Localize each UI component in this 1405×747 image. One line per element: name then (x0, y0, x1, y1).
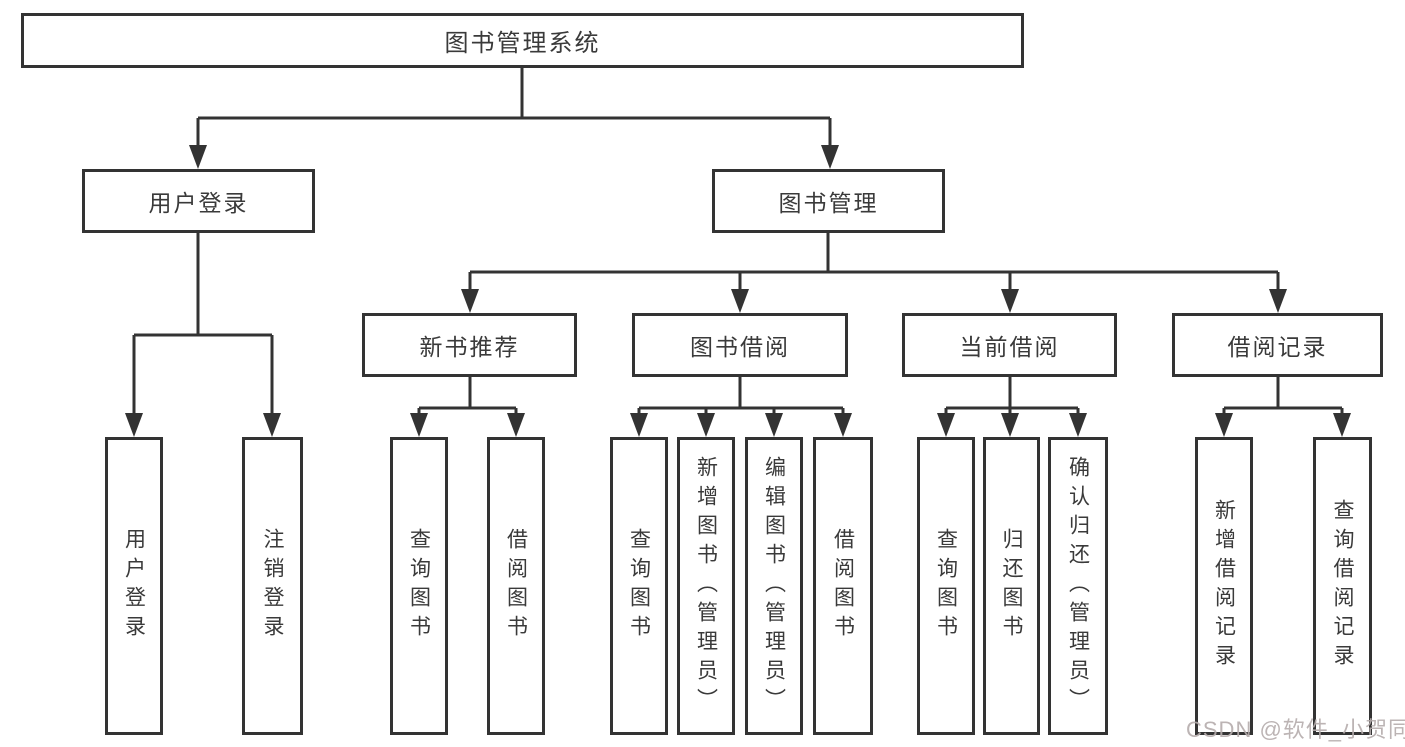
node-borrow-records-label: 借阅记录 (1227, 334, 1328, 360)
leaf-query-books-1-label: 查询图书 (407, 528, 431, 644)
arrowhead-leaf-add-borrow-record (1215, 413, 1233, 437)
csdn-watermark: CSDN @软件_小贺同学 (1186, 717, 1405, 742)
arrowhead-book-borrow (731, 289, 749, 313)
node-root-label: 图书管理系统 (444, 30, 601, 57)
node-new-book-recommend: 新书推荐 (362, 313, 577, 377)
leaf-add-borrow-record-label: 新增借阅记录 (1212, 499, 1236, 673)
leaf-borrow-books-1: 借阅图书 (487, 437, 545, 735)
leaf-query-books-2: 查询图书 (610, 437, 668, 735)
leaf-query-books-3: 查询图书 (917, 437, 975, 735)
arrowhead-book-management (821, 145, 839, 169)
node-book-management-label: 图书管理 (778, 190, 879, 216)
connector-borrow-records-split (1222, 377, 1344, 415)
leaf-edit-book-admin-label: 编辑图书（管理员） (762, 455, 786, 717)
leaf-query-borrow-record-label: 查询借阅记录 (1331, 499, 1355, 673)
arrowhead-leaf-edit-book (765, 413, 783, 437)
leaf-confirm-return-admin-label: 确认归还（管理员） (1066, 455, 1090, 717)
node-current-borrow: 当前借阅 (902, 313, 1117, 377)
node-book-management: 图书管理 (712, 169, 945, 233)
leaf-query-books-3-label: 查询图书 (934, 528, 958, 644)
connector-new-book-recommend-split (417, 377, 518, 415)
leaf-add-borrow-record: 新增借阅记录 (1195, 437, 1253, 735)
arrowhead-leaf-query-books-3 (937, 413, 955, 437)
connector-root-split (196, 68, 832, 147)
arrowhead-leaf-borrow-books-2 (834, 413, 852, 437)
node-current-borrow-label: 当前借阅 (959, 334, 1060, 360)
leaf-return-book-label: 归还图书 (1000, 528, 1024, 644)
arrowhead-leaf-query-books-1 (410, 413, 428, 437)
arrowhead-borrow-records (1269, 289, 1287, 313)
leaf-borrow-books-2-label: 借阅图书 (831, 528, 855, 644)
connector-book-borrow-split (637, 377, 845, 415)
leaf-query-books-2-label: 查询图书 (627, 528, 651, 644)
arrowhead-leaf-user-login (125, 413, 143, 437)
leaf-query-borrow-record: 查询借阅记录 (1313, 437, 1372, 735)
leaf-user-login-label: 用户登录 (122, 528, 146, 644)
arrowhead-leaf-confirm-return (1069, 413, 1087, 437)
leaf-logout-label: 注销登录 (261, 528, 285, 644)
arrowhead-leaf-borrow-books-1 (507, 413, 525, 437)
node-root: 图书管理系统 (21, 13, 1024, 68)
arrowhead-leaf-return-book (1001, 413, 1019, 437)
leaf-user-login: 用户登录 (105, 437, 163, 735)
connector-current-borrow-split (944, 377, 1080, 415)
arrowhead-leaf-add-book (697, 413, 715, 437)
arrowhead-leaf-query-borrow-record (1333, 413, 1351, 437)
leaf-add-book-admin: 新增图书（管理员） (677, 437, 735, 735)
leaf-borrow-books-1-label: 借阅图书 (504, 528, 528, 644)
leaf-borrow-books-2: 借阅图书 (813, 437, 873, 735)
leaf-add-book-admin-label: 新增图书（管理员） (694, 455, 718, 717)
leaf-confirm-return-admin: 确认归还（管理员） (1048, 437, 1108, 735)
node-book-borrow-label: 图书借阅 (690, 334, 790, 360)
leaf-logout: 注销登录 (242, 437, 303, 735)
arrowhead-leaf-logout (263, 413, 281, 437)
arrowhead-current-borrow (1001, 289, 1019, 313)
node-user-login: 用户登录 (82, 169, 315, 233)
leaf-return-book: 归还图书 (983, 437, 1040, 735)
leaf-query-books-1: 查询图书 (390, 437, 448, 735)
arrowhead-leaf-query-books-2 (630, 413, 648, 437)
connector-book-management-split (468, 233, 1280, 291)
arrowhead-user-login (189, 145, 207, 169)
node-user-login-label: 用户登录 (148, 190, 249, 216)
arrowhead-new-book-recommend (461, 289, 479, 313)
node-borrow-records: 借阅记录 (1172, 313, 1383, 377)
leaf-edit-book-admin: 编辑图书（管理员） (745, 437, 803, 735)
node-new-book-recommend-label: 新书推荐 (419, 334, 520, 360)
node-book-borrow: 图书借阅 (632, 313, 848, 377)
connector-user-login-split (132, 233, 274, 415)
